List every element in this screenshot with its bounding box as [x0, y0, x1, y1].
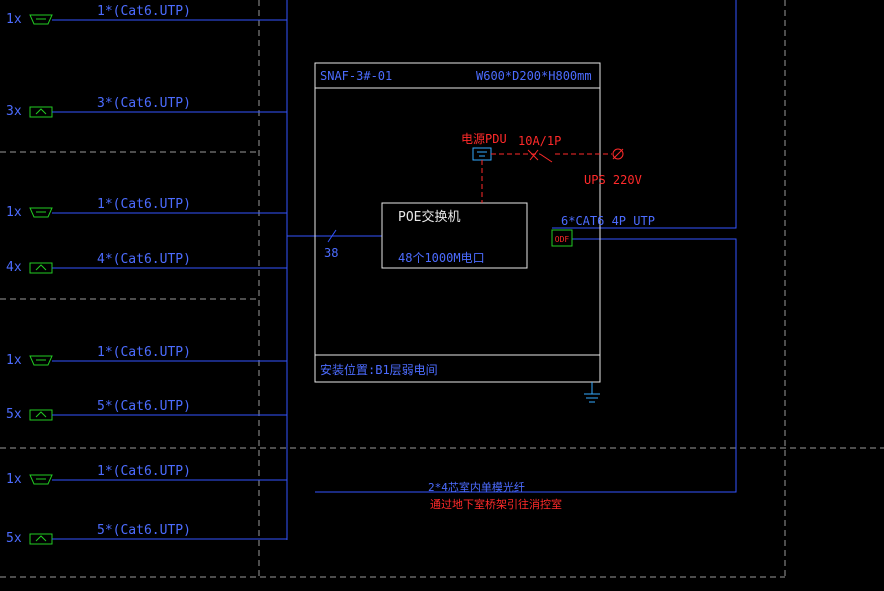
- outlet-cable-label: 4*(Cat6.UTP): [97, 252, 191, 267]
- outlet-row: 1x 1*(Cat6.UTP): [6, 197, 287, 220]
- ups-label: UPS 220V: [584, 173, 642, 187]
- outlet-quantity: 1x: [6, 472, 22, 487]
- uplink-cable-label: 6*CAT6 4P UTP: [561, 214, 655, 228]
- outlet-quantity: 1x: [6, 353, 22, 368]
- bundle-count: 38: [324, 246, 338, 260]
- outlet-cable-label: 1*(Cat6.UTP): [97, 464, 191, 479]
- fiber-wire: [315, 238, 737, 493]
- ups-source-icon: [612, 148, 624, 160]
- fiber-route-label: 通过地下室桥架引往消控室: [430, 497, 562, 511]
- dual-data-outlet-icon: [29, 533, 53, 545]
- power-circuit: [472, 147, 624, 203]
- outlet-quantity: 1x: [6, 12, 22, 27]
- odf-label: ODF: [555, 235, 570, 244]
- outlet-cable-label: 3*(Cat6.UTP): [97, 96, 191, 111]
- trunk-wires: [286, 0, 737, 540]
- cabinet-frame: [314, 62, 601, 383]
- odf-box: [551, 229, 573, 247]
- outlet-quantity: 5x: [6, 531, 22, 546]
- dual-data-outlet-icon: [29, 262, 53, 274]
- cabinet-id: SNAF-3#-01: [320, 69, 392, 83]
- outlet-row: 4x 4*(Cat6.UTP): [6, 252, 287, 275]
- fiber-spec-label: 2*4芯室内单模光纤: [428, 480, 525, 494]
- pdu-socket-icon: [477, 151, 487, 157]
- data-outlet-icon: [29, 474, 53, 485]
- outlet-quantity: 4x: [6, 260, 22, 275]
- ground-icon: [584, 382, 600, 403]
- switch-ports: 48个1000M电口: [398, 251, 485, 265]
- outlet-row: 1x 1*(Cat6.UTP): [6, 345, 287, 368]
- outlet-row: 3x 3*(Cat6.UTP): [6, 96, 287, 119]
- pdu-label: 电源PDU: [461, 132, 507, 146]
- dual-data-outlet-icon: [29, 409, 53, 421]
- pdu-box: [472, 147, 492, 161]
- outlet-cable-label: 5*(Cat6.UTP): [97, 399, 191, 414]
- ups-source-slash: [612, 148, 624, 160]
- switch-box: [381, 202, 528, 269]
- odf-panel: ODF: [551, 229, 573, 247]
- outlet-quantity: 1x: [6, 205, 22, 220]
- outlet-cable-label: 5*(Cat6.UTP): [97, 523, 191, 538]
- cabinet-location: 安装位置:B1层弱电间: [320, 362, 438, 377]
- outlet-quantity: 5x: [6, 407, 22, 422]
- outlet-row: 5x 5*(Cat6.UTP): [6, 399, 287, 422]
- dual-data-outlet-icon: [29, 106, 53, 118]
- outlet-row: 5x 5*(Cat6.UTP): [6, 523, 287, 546]
- outlet-cable-label: 1*(Cat6.UTP): [97, 4, 191, 19]
- data-outlet-icon: [29, 207, 53, 218]
- outlet-cable-label: 1*(Cat6.UTP): [97, 197, 191, 212]
- breaker-label: 10A/1P: [518, 134, 561, 148]
- data-outlet-icon: [29, 355, 53, 366]
- outlet-row: 1x 1*(Cat6.UTP): [6, 4, 287, 27]
- switch-name: POE交换机: [398, 209, 460, 225]
- cabinet-outline: [314, 62, 601, 383]
- data-outlet-icon: [29, 14, 53, 25]
- outlet-quantity: 3x: [6, 104, 22, 119]
- outlet-rows: 1x 1*(Cat6.UTP) 3x 3*(Cat6.UTP) 1x 1*(Cat6.UT…: [6, 4, 287, 546]
- cabinet-size: W600*D200*H800mm: [476, 69, 592, 83]
- breaker-icon: [527, 149, 553, 163]
- outlet-row: 1x 1*(Cat6.UTP): [6, 464, 287, 487]
- bundle-tick: [327, 229, 337, 243]
- uplink-wire: [552, 0, 737, 229]
- outlet-cable-label: 1*(Cat6.UTP): [97, 345, 191, 360]
- layout-dashed-borders: [0, 0, 884, 578]
